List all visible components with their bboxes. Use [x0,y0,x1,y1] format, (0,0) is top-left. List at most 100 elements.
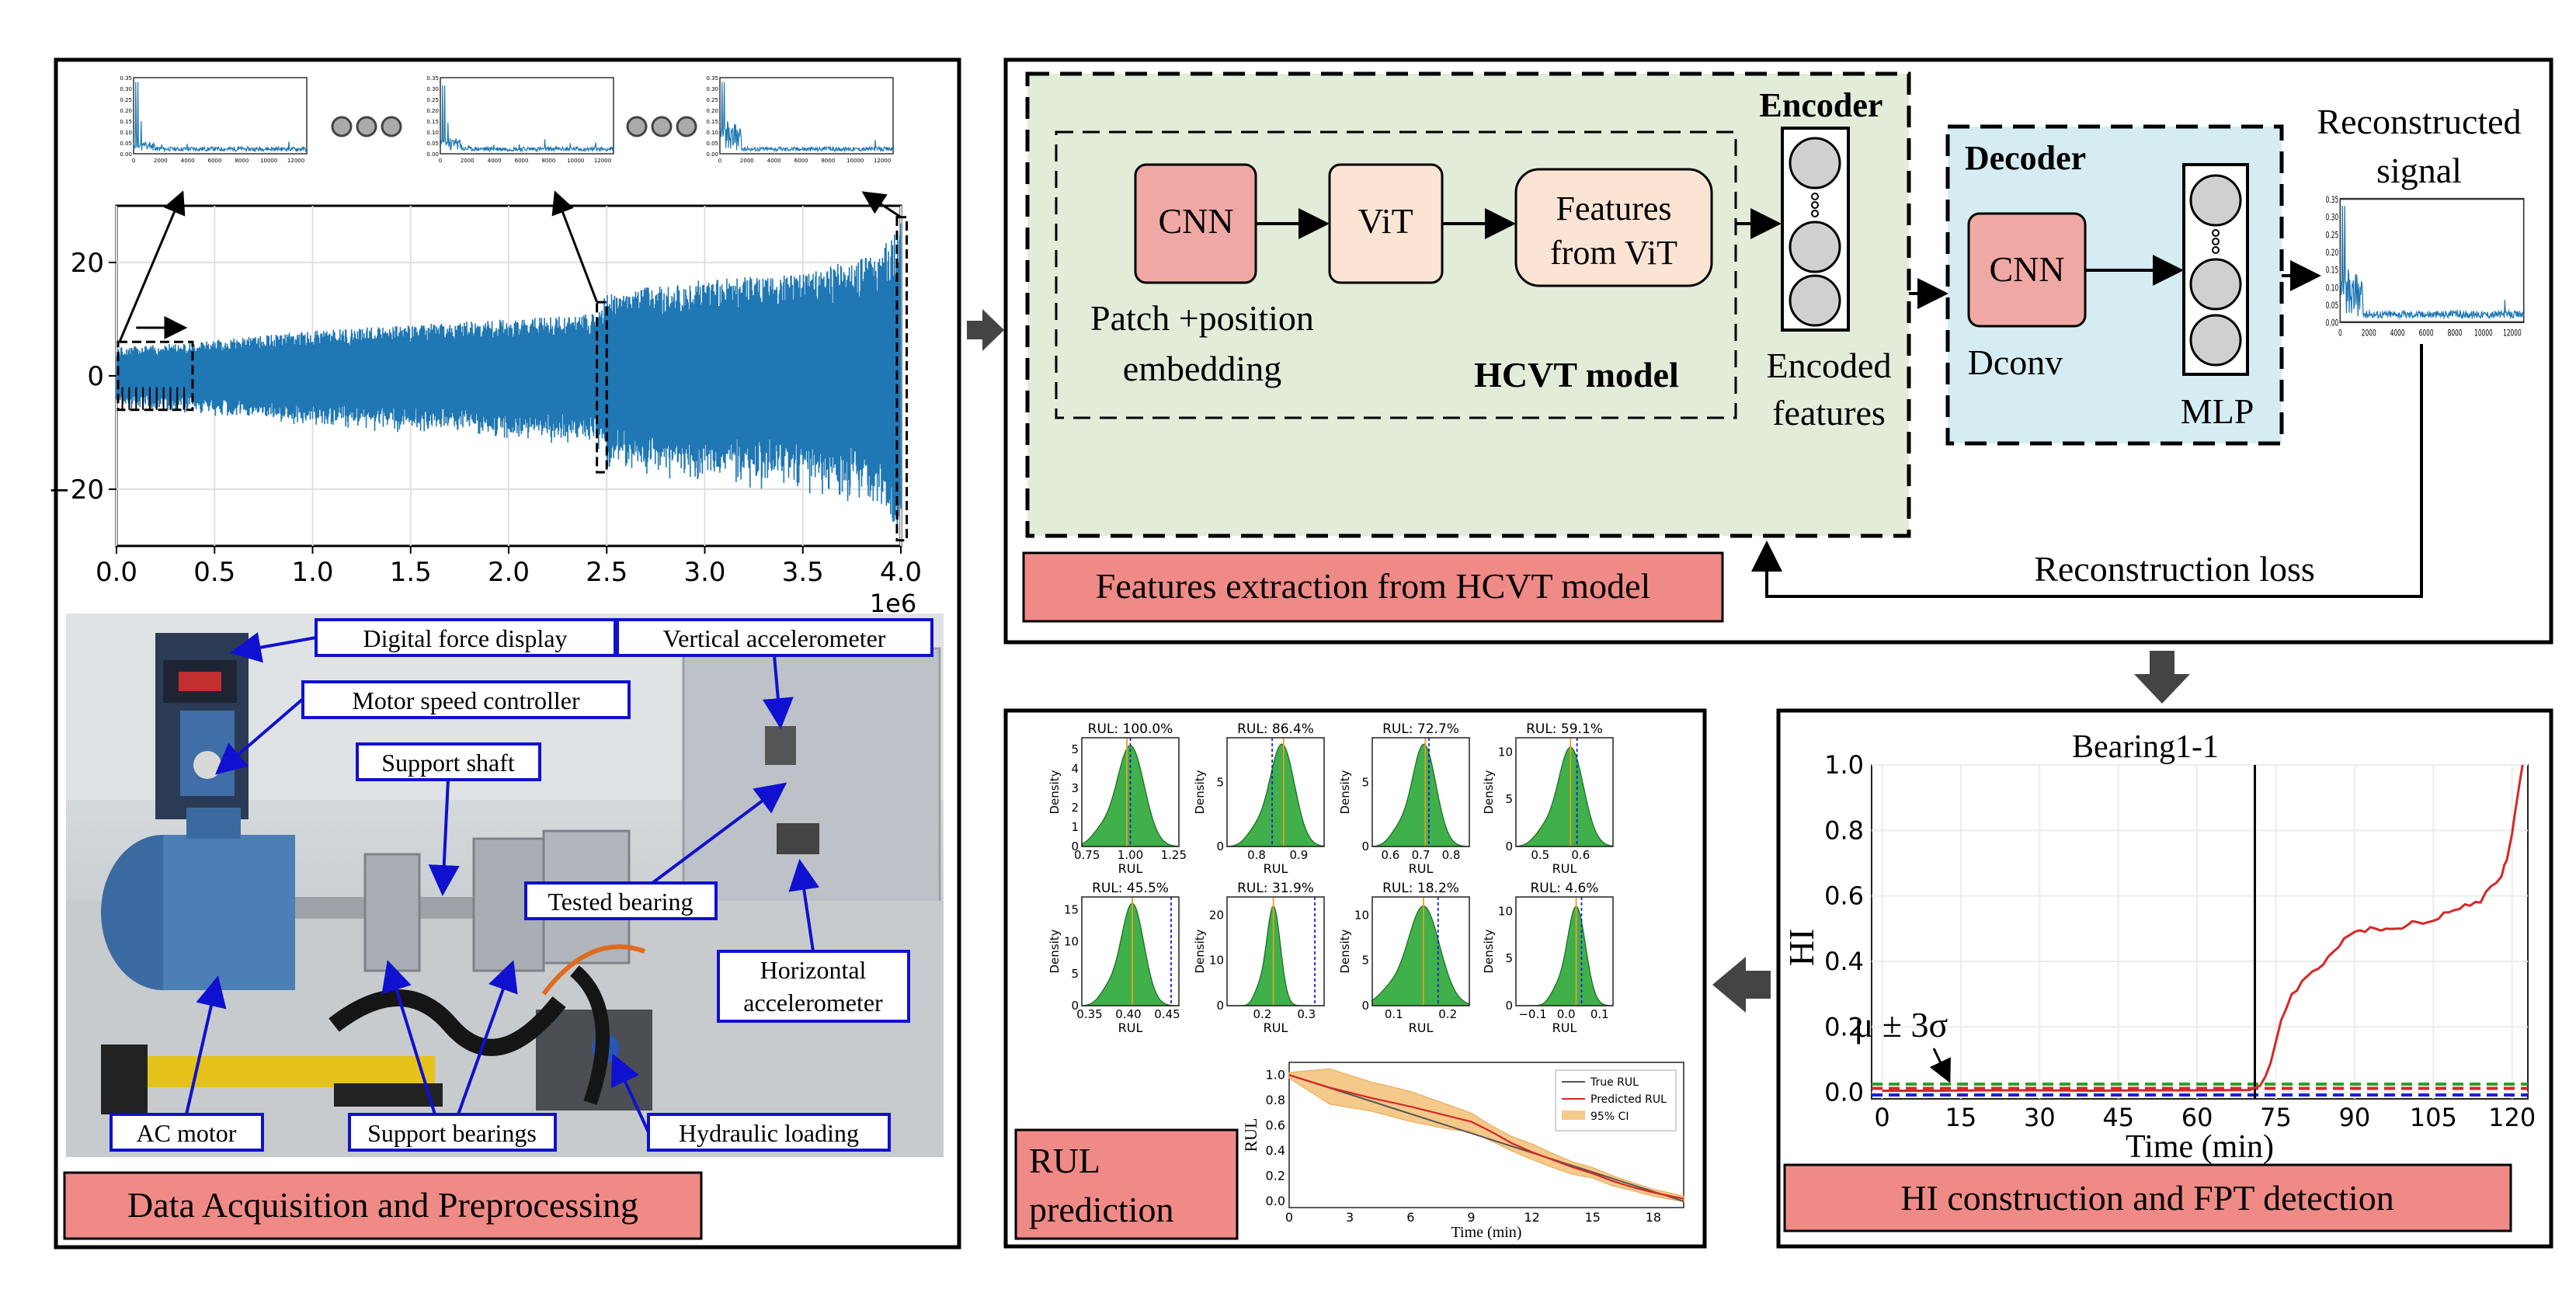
density-tick-x: 0.8 [1247,848,1266,862]
density-tick-x: 0.5 [1531,848,1549,862]
tick-label-x: 30 [2024,1103,2056,1132]
density-tick-x: 0.75 [1074,848,1100,862]
hcvt-title: HCVT model [1474,355,1679,395]
density-tick-y: 1 [1071,820,1079,834]
tick-label-x: 15 [1945,1103,1977,1132]
tick-label-x: 90 [2339,1103,2371,1132]
density-area [1371,743,1470,847]
tick-label-x: 15 [1585,1210,1601,1225]
density-area [1371,905,1470,1006]
callout-vertical-accelerometer: Vertical accelerometer [616,618,933,729]
link-thumb-2 [551,190,599,303]
thumb-tick-x: 0 [439,158,442,164]
legend-label: True RUL [1590,1076,1639,1089]
density-xlabel: RUL [1552,1020,1577,1035]
features-label-text: Features extraction from HCVT model [1096,566,1651,606]
density-ylabel: Density [1048,770,1062,814]
window-middle [596,301,608,474]
thumb-tick-y: 0.25 [2326,231,2339,241]
thumb-tick-y: 0.10 [2326,283,2339,294]
thumb-tick-y: 0.35 [426,75,439,82]
thumb-tick-x: 8000 [235,158,249,164]
vit-label: ViT [1358,201,1413,241]
density-tick-x: 0.45 [1154,1007,1180,1021]
thumb-tick-y: 0.05 [2326,301,2339,311]
thumb-tick-x: 12000 [2503,328,2522,339]
density-tick-y: 0 [1505,999,1513,1013]
tick-label-x: 12 [1524,1210,1539,1225]
window-last [895,216,909,542]
hcvt-region [1055,130,1737,419]
tick-label-x: 1.5 [390,557,432,588]
thumb-tick-x: 4000 [767,158,781,164]
rul-label: RUL prediction [1014,1128,1239,1240]
tick-label-x: 4.0 [880,557,922,588]
thumb-tick-x: 0 [2338,328,2342,339]
thumb-tick-y: 0.05 [120,141,132,147]
density-tick-x: 0.8 [1442,848,1461,862]
reconstruction-loss-label: Reconstruction loss [2034,549,2315,589]
encoded-features-line1: Encoded [1767,346,1892,385]
link-thumb-3 [861,191,902,218]
thumb-spectrum [440,85,614,153]
rul-legend [1555,1069,1677,1131]
thumb-tick-x: 6000 [794,158,808,164]
density-frame [1371,737,1470,847]
density-tick-x: 0.6 [1382,848,1400,862]
encoder-title: Encoder [1760,86,1883,124]
density-tick-y: 20 [1209,908,1224,922]
thumb-tick-x: 4000 [2390,328,2405,339]
thumb-tick-x: 4000 [181,158,195,164]
callout-ac-motor: AC motor [110,975,264,1152]
thumb-tick-y: 0.35 [120,75,132,82]
thumb-tick-y: 0.20 [426,108,439,114]
tick-label-x: 105 [2410,1103,2457,1132]
ellipsis-dots-2 [626,116,697,137]
density-tick-y: 0 [1505,839,1513,853]
tick-label-x: 9 [1467,1210,1475,1225]
thumb-spectrum [719,82,894,153]
tick-label-x: 6 [1406,1210,1414,1225]
density-frame [1226,737,1325,847]
thumb-tick-x: 8000 [821,158,835,164]
callout-support-bearings: Support bearings [348,960,557,1152]
density-frame [1226,896,1325,1006]
density-tick-x: 0.7 [1412,848,1431,862]
thumb-tick-x: 10000 [846,158,864,164]
legend-swatch [1562,1111,1585,1120]
tick-label-y: 0.4 [1824,947,1864,976]
tick-label-y: 0.0 [1266,1194,1285,1208]
tick-label-x: 60 [2181,1103,2213,1132]
thumb-tick-x: 12000 [594,158,611,164]
density-ylabel: Density [1482,929,1496,973]
reconstruction-loss-arrow [1751,344,2423,598]
density-xlabel: RUL [1264,1020,1288,1035]
tick-label-x: 3.0 [683,557,725,588]
density-tick-y: 0 [1071,999,1079,1013]
thumb-tick-y: 0.30 [426,86,439,92]
encoder-region [1025,71,1911,538]
tick-label-y: −20 [48,474,104,506]
ellipsis-dots-1 [331,116,402,137]
thumb-tick-x: 2000 [154,158,168,164]
thumb-spectrum [133,82,308,153]
true-rul-line [1288,1074,1684,1202]
patch-embedding-line2: embedding [1123,349,1281,388]
callout-text: Digital force display [363,624,567,652]
density-tick-x: 0.9 [1289,848,1308,862]
thumb-frame [440,77,614,155]
cnn-label: CNN [1158,201,1233,241]
features-vit-line1: Features [1556,189,1671,228]
tick-label-x: 120 [2488,1103,2536,1132]
density-tick-y: 10 [1209,954,1224,968]
encoded-features-line2: features [1772,393,1886,433]
density-frame [1515,737,1614,847]
density-tick-y: 5 [1361,954,1369,968]
features-label: Features extraction from HCVT model [1022,551,1724,623]
tick-label-y: 1.0 [1824,750,1864,780]
